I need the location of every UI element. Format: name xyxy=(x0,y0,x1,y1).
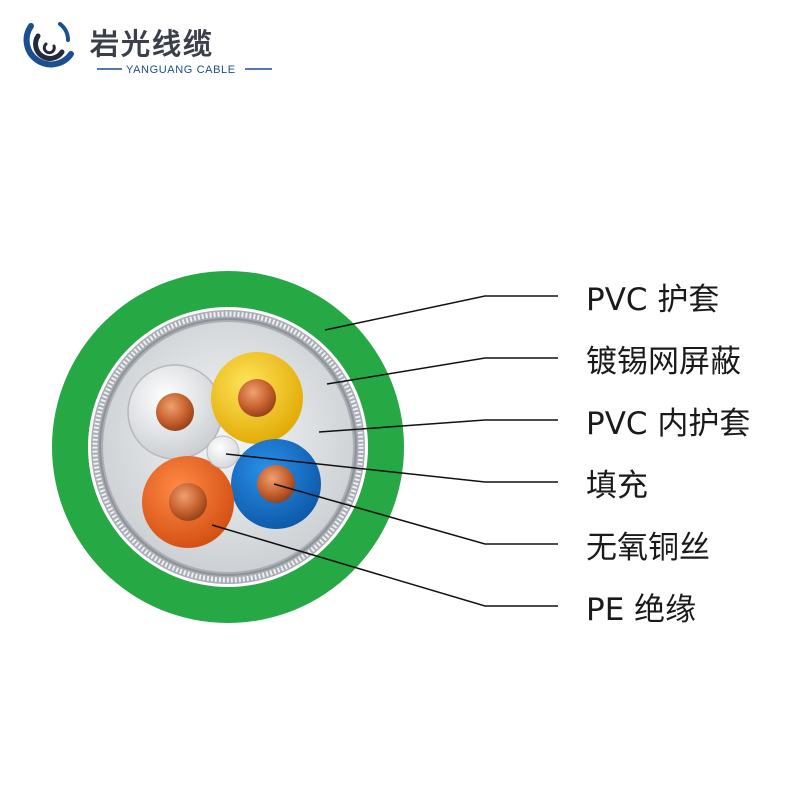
callout-label-pvc-jacket: PVC 护套 xyxy=(586,282,719,318)
leader-line xyxy=(318,419,558,433)
leader-line xyxy=(326,357,558,385)
core-white xyxy=(127,364,223,460)
brand-logo: 岩光线缆 YANGUANG CABLE xyxy=(23,22,272,76)
braid-inner-ring xyxy=(99,318,357,576)
braid-texture xyxy=(92,311,364,583)
callout-copper-wire: 无氧铜丝 xyxy=(273,483,710,566)
logo-swirl-icon xyxy=(23,22,74,68)
callout-inner-sheath: PVC 内护套 xyxy=(318,406,750,442)
callout-label-filler: 填充 xyxy=(586,468,648,504)
callout-label-pe-insulation: PE 绝缘 xyxy=(586,592,696,628)
copper-conductor xyxy=(238,379,276,417)
callout-filler: 填充 xyxy=(225,453,648,504)
leader-line xyxy=(225,453,558,483)
cable-cross-section xyxy=(52,271,404,623)
leader-line xyxy=(273,483,558,545)
brand-name-cn: 岩光线缆 xyxy=(89,27,214,61)
brand-name-en: YANGUANG CABLE xyxy=(126,64,236,76)
callout-label-braid-shield: 镀锡网屏蔽 xyxy=(586,344,741,380)
copper-conductor xyxy=(169,483,207,521)
center-filler xyxy=(206,435,240,469)
callout-label-copper-wire: 无氧铜丝 xyxy=(586,530,710,566)
callout-label-inner-sheath: PVC 内护套 xyxy=(586,406,750,442)
leader-line xyxy=(211,524,558,607)
callout-pvc-jacket: PVC 护套 xyxy=(324,282,719,331)
core-yellow xyxy=(211,352,303,444)
core-orange xyxy=(142,456,234,548)
copper-conductor xyxy=(156,393,194,431)
leader-line xyxy=(324,295,558,331)
callouts: PVC 护套 镀锡网屏蔽 PVC 内护套 填充 无氧铜丝 PE 绝缘 xyxy=(211,282,750,628)
callout-pe-insulation: PE 绝缘 xyxy=(211,524,696,628)
callout-braid-shield: 镀锡网屏蔽 xyxy=(326,344,741,385)
